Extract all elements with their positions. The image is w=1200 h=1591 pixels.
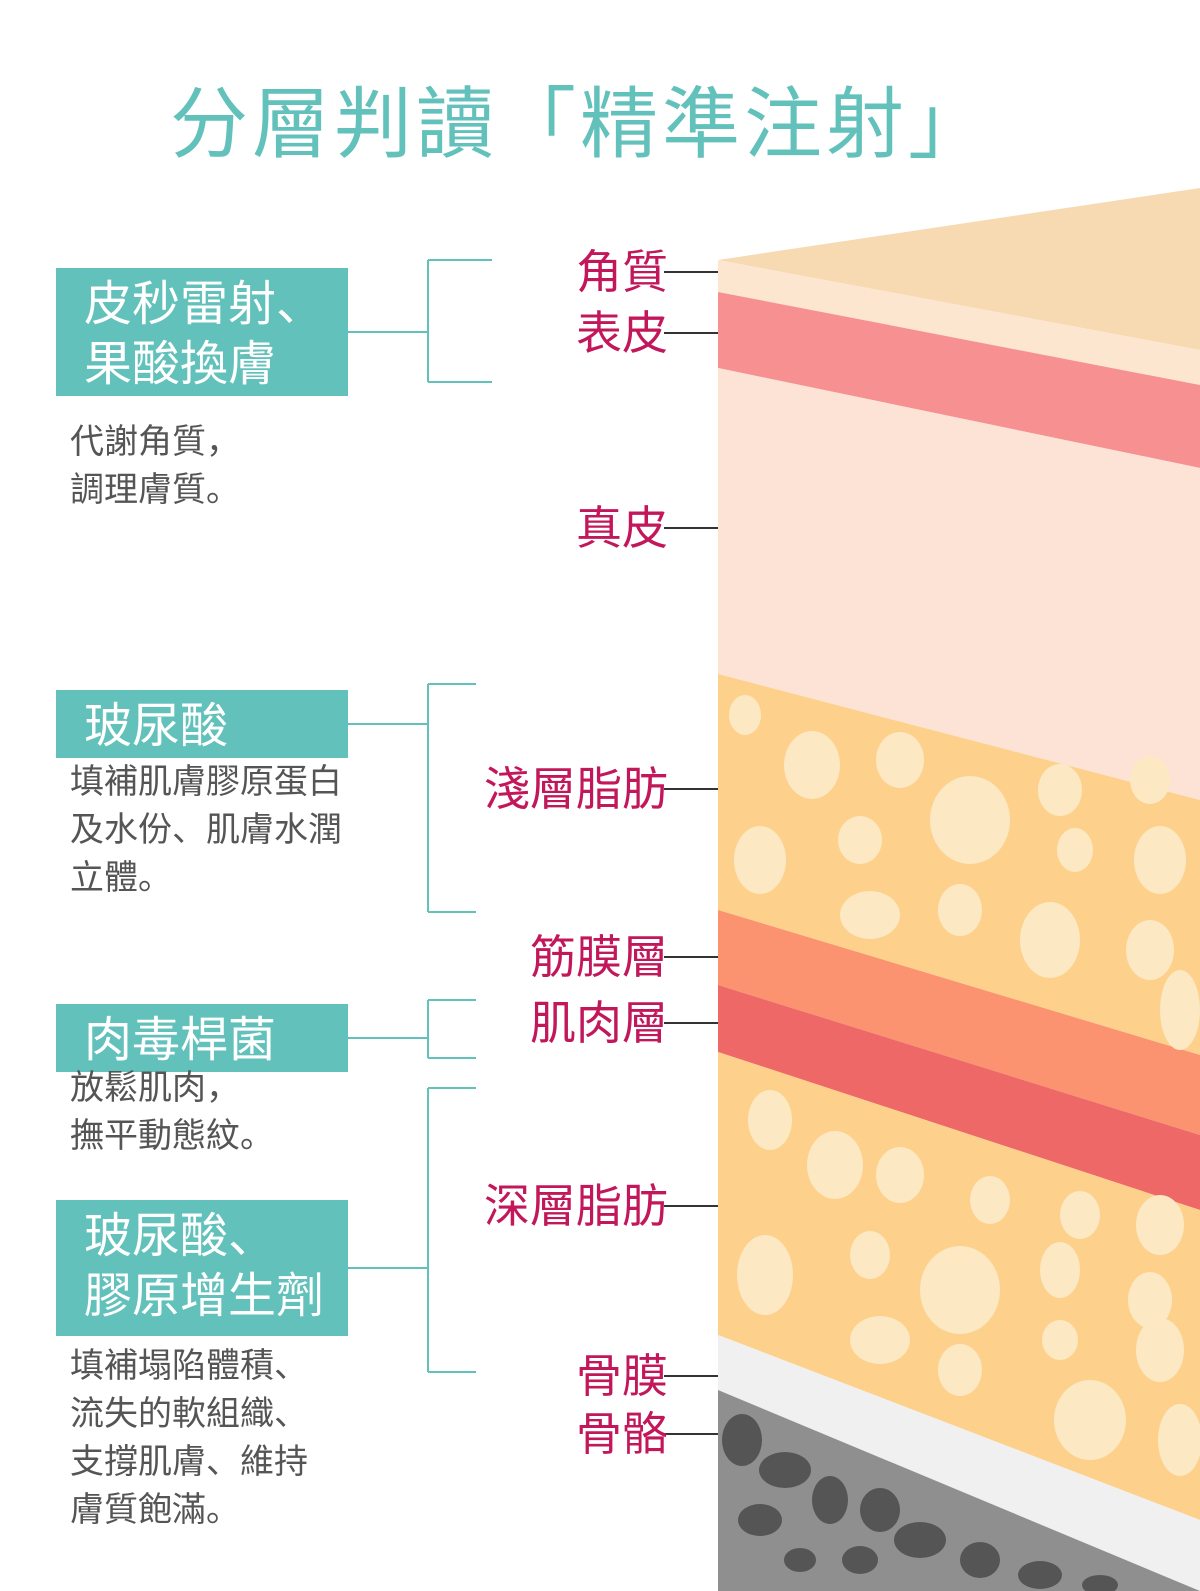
layer-label: 骨骼 [576,1407,668,1461]
treatment-description: 放鬆肌肉， 撫平動態紋。 [70,1064,274,1160]
fat-cell [1136,1318,1184,1382]
treatment-description: 填補塌陷體積、流失的軟組織、支撐肌膚、維持膚質飽滿。 [70,1342,308,1534]
treatment-box: 肉毒桿菌 [56,1004,348,1072]
bone-cell [722,1414,762,1466]
treatment-name: 玻尿酸、 [84,1208,277,1264]
layer-label: 淺層脂肪 [484,762,668,816]
fat-cell [1136,1195,1184,1255]
bone-cell [812,1476,848,1524]
fat-cell [1126,920,1174,980]
fat-cell [1040,1242,1080,1298]
fat-cell [920,1246,1000,1334]
dermis-band [718,368,1200,800]
bone-cell [1018,1561,1062,1589]
bone-cell [960,1542,1000,1578]
fat-cell [1060,1191,1100,1239]
treatment-box: 玻尿酸、膠原增生劑 [56,1200,348,1336]
fat-cell [737,1235,793,1315]
fat-cell [1057,828,1093,872]
fat-cell [1130,756,1170,804]
description-line: 調理膚質。 [70,470,240,510]
bone-cell [842,1546,878,1574]
fat-cell [784,731,840,799]
fat-cell [1020,902,1080,978]
description-line: 立體。 [70,858,172,898]
description-line: 代謝角質， [70,422,240,462]
fat-cell [850,1231,890,1279]
fat-cell [748,1090,792,1150]
fat-cell [1054,1380,1126,1460]
epidermis-band [718,292,1200,468]
fat-cell [1160,970,1200,1050]
treatment-description: 填補肌膚膠原蛋白及水份、肌膚水潤立體。 [70,758,342,902]
page-title: 分層判讀「精準注射」 [169,80,990,170]
fat-cell [970,1176,1010,1224]
treatment-name: 皮秒雷射、 [84,276,325,332]
description-line: 填補肌膚膠原蛋白 [70,762,342,802]
treatment-name: 玻尿酸 [84,698,229,754]
description-line: 流失的軟組織、 [70,1394,308,1434]
periosteum-band [718,1335,1200,1591]
fat-cell [930,776,1010,864]
stratum-corneum-band [718,260,1200,385]
fat-cell [840,891,900,939]
bone-cell [759,1452,811,1488]
description-line: 及水份、肌膚水潤 [70,810,342,850]
treatment-name: 果酸換膚 [84,336,277,392]
fat-cell [729,695,761,735]
fascia-band [718,910,1200,1135]
description-line: 撫平動態紋。 [70,1116,274,1156]
layer-label: 肌肉層 [530,996,668,1050]
bone-cell [738,1504,782,1536]
muscle-band [718,985,1200,1210]
fat-cell [1038,764,1082,816]
fat-cell [876,1147,924,1203]
description-line: 膚質飽滿。 [70,1490,240,1530]
fat-cell [938,884,982,936]
treatment-name: 膠原增生劑 [84,1268,325,1324]
description-line: 支撐肌膚、維持 [70,1442,308,1482]
treatment-box: 皮秒雷射、果酸換膚 [56,268,348,396]
fat-cell [850,1316,910,1364]
fat-cell [938,1344,982,1396]
layer-label: 深層脂肪 [484,1179,668,1233]
treatment-name: 肉毒桿菌 [84,1012,277,1068]
fat-cell [1128,1272,1172,1328]
fat-cell [807,1131,863,1199]
fat-cell [1042,1320,1078,1360]
bone-band [718,1390,1200,1591]
bone-cell [784,1548,816,1572]
layer-label: 真皮 [576,501,668,555]
treatment-box: 玻尿酸 [56,690,348,758]
fat-cell [838,816,882,864]
bone-cell [1082,1575,1118,1591]
description-line: 填補塌陷體積、 [70,1346,308,1386]
bone-cell [894,1522,946,1558]
bone-cell [860,1488,900,1532]
fat-cell [1158,1404,1200,1476]
layer-label: 筋膜層 [530,930,668,984]
fat-cell [1134,826,1186,894]
layer-label: 表皮 [576,306,668,360]
fat-cell [734,826,786,894]
layer-label: 骨膜 [576,1349,668,1403]
treatment-description: 代謝角質， 調理膚質。 [70,418,240,514]
description-line: 放鬆肌肉， [70,1068,240,1108]
stratum-corneum-top-face [718,188,1200,350]
layer-label: 角質 [576,245,668,299]
fat-cell [876,732,924,788]
